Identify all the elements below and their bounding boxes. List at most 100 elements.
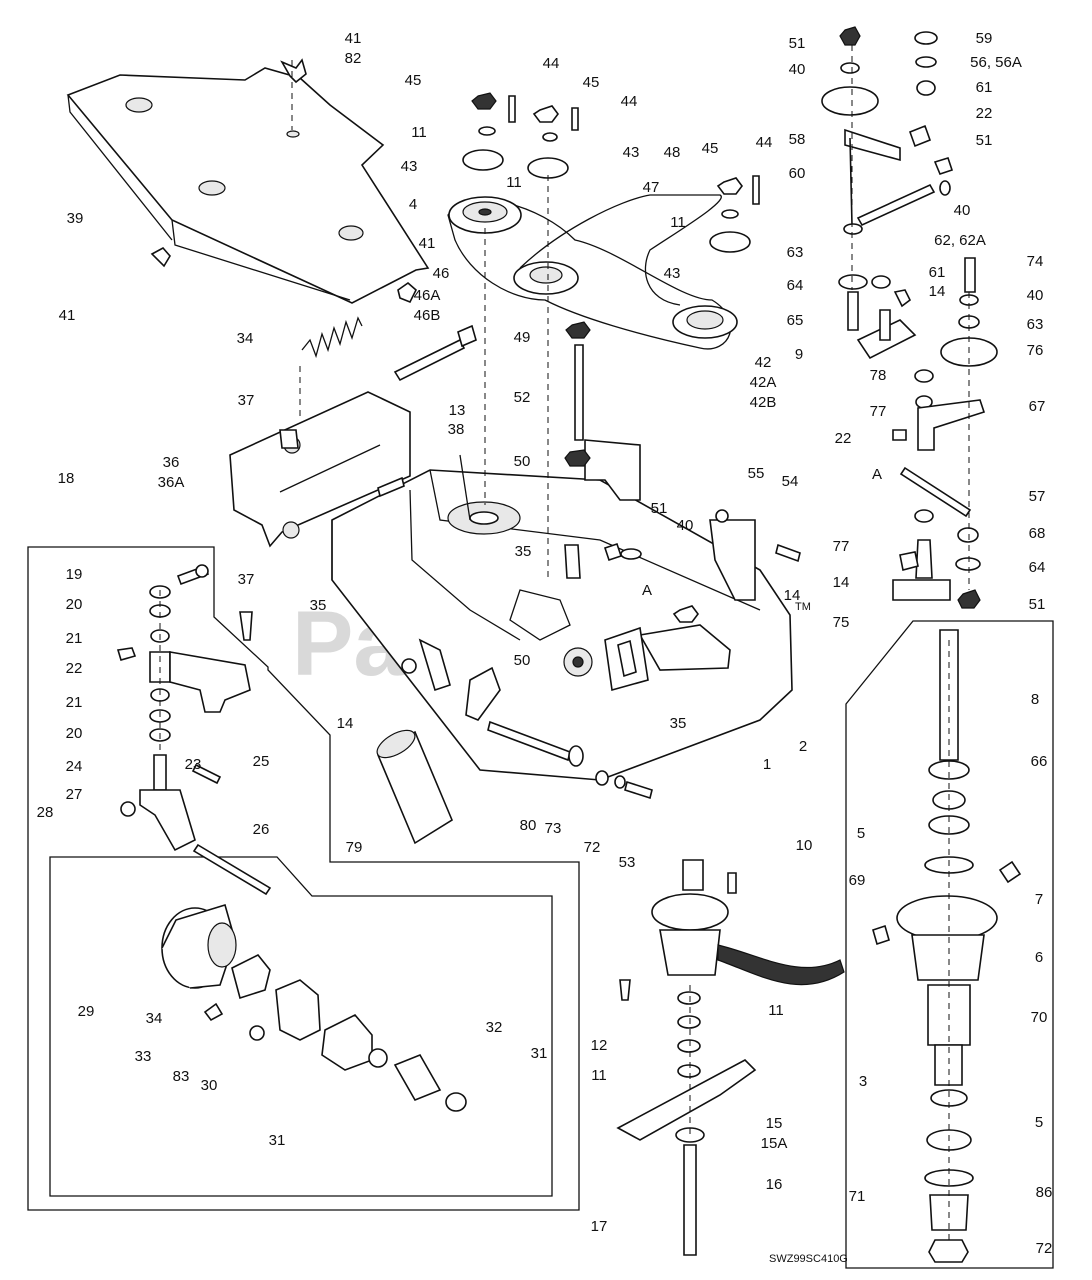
callout-42a: 42A [750,374,777,391]
wing-knob-icon [150,58,417,304]
callout-74: 74 [1027,253,1044,270]
callout-52: 52 [514,389,531,406]
callout-15a: 15A [761,1135,788,1152]
callout-35: 35 [310,597,327,614]
callout-49: 49 [514,329,531,346]
callout-44: 44 [756,134,773,151]
callout-a: A [642,582,652,599]
callout-24: 24 [66,758,83,775]
callout-57: 57 [1029,488,1046,505]
callout-4: 4 [409,196,417,213]
tension-spring [301,316,363,359]
callout-60: 60 [789,165,806,182]
callout-45: 45 [583,74,600,91]
callout-25: 25 [253,753,270,770]
callout-14: 14 [929,283,946,300]
callout-6: 6 [1035,949,1043,966]
callout-21: 21 [66,630,83,647]
callout-71: 71 [849,1188,866,1205]
callout-8: 8 [1031,691,1039,708]
spindle-assembly-parts [872,629,1022,1263]
callout-11: 11 [411,124,427,141]
callout-14: 14 [833,574,850,591]
callout-46: 46 [433,265,450,282]
callout-43: 43 [664,265,681,282]
callout-19: 19 [66,566,83,583]
callout-30: 30 [201,1077,218,1094]
callout-26: 26 [253,821,270,838]
box-roller-assembly-28 [49,856,553,1197]
spindle-housing-exterior [616,859,845,1256]
callout-77: 77 [870,403,887,420]
drawing-code: SWZ99SC410G [769,1253,848,1265]
callout-80: 80 [520,817,537,834]
mower-deck-housing [331,439,793,781]
callout-55: 55 [748,465,765,482]
belt-guard-cover [66,67,430,304]
callout-22: 22 [835,430,852,447]
callout-58: 58 [789,131,806,148]
callout-47: 47 [643,179,660,196]
drive-pulley [448,196,522,234]
callout-62-62a: 62, 62A [934,232,986,249]
callout-50: 50 [514,453,531,470]
idler-arm-assembly [116,564,272,896]
callout-11: 11 [768,1002,784,1019]
roller-assembly-parts [161,903,467,1112]
callout-53: 53 [619,854,636,871]
callout-51: 51 [651,500,668,517]
callout-14: 14 [784,587,801,604]
callout-42b: 42B [750,394,777,411]
callout-51: 51 [789,35,806,52]
callout-61: 61 [929,264,946,281]
callout-13: 13 [449,402,466,419]
callout-72: 72 [584,839,601,856]
callout-59: 59 [976,30,993,47]
callout-46b: 46B [414,307,441,324]
callout-69: 69 [849,872,866,889]
roller-79 [376,729,454,845]
box-idler-assembly-18 [27,546,580,1211]
callout-72: 72 [1036,1240,1053,1257]
callout-73: 73 [545,820,562,837]
callout-48: 48 [664,144,681,161]
callout-39: 39 [67,210,84,227]
callout-15: 15 [766,1115,783,1132]
centerlines [159,45,970,1240]
callout-43: 43 [401,158,418,175]
callout-45: 45 [405,72,422,89]
callout-61: 61 [976,79,993,96]
callout-a: A [872,466,882,483]
callout-43: 43 [623,144,640,161]
callout-5: 5 [857,825,865,842]
callout-35: 35 [670,715,687,732]
callout-40: 40 [954,202,971,219]
right-pulley [672,305,738,339]
callout-27: 27 [66,786,83,803]
box-spindle-assembly-2 [845,620,1054,1269]
callout-40: 40 [677,517,694,534]
callout-82: 82 [345,50,362,67]
callout-78: 78 [870,367,887,384]
callout-31: 31 [531,1045,548,1062]
callout-23: 23 [185,756,202,773]
callout-18: 18 [58,470,75,487]
callout-2: 2 [799,738,807,755]
callout-9: 9 [795,346,803,363]
callout-tm: TM [795,601,811,613]
callout-16: 16 [766,1176,783,1193]
callout-41: 41 [419,235,436,252]
callout-36a: 36A [158,474,185,491]
callout-76: 76 [1027,342,1044,359]
callout-41: 41 [59,307,76,324]
callout-11: 11 [591,1067,607,1084]
callout-3: 3 [859,1073,867,1090]
callout-33: 33 [135,1048,152,1065]
center-pulley [513,261,579,295]
callout-22: 22 [66,660,83,677]
callout-86: 86 [1036,1184,1053,1201]
callout-45: 45 [702,140,719,157]
callout-21: 21 [66,694,83,711]
